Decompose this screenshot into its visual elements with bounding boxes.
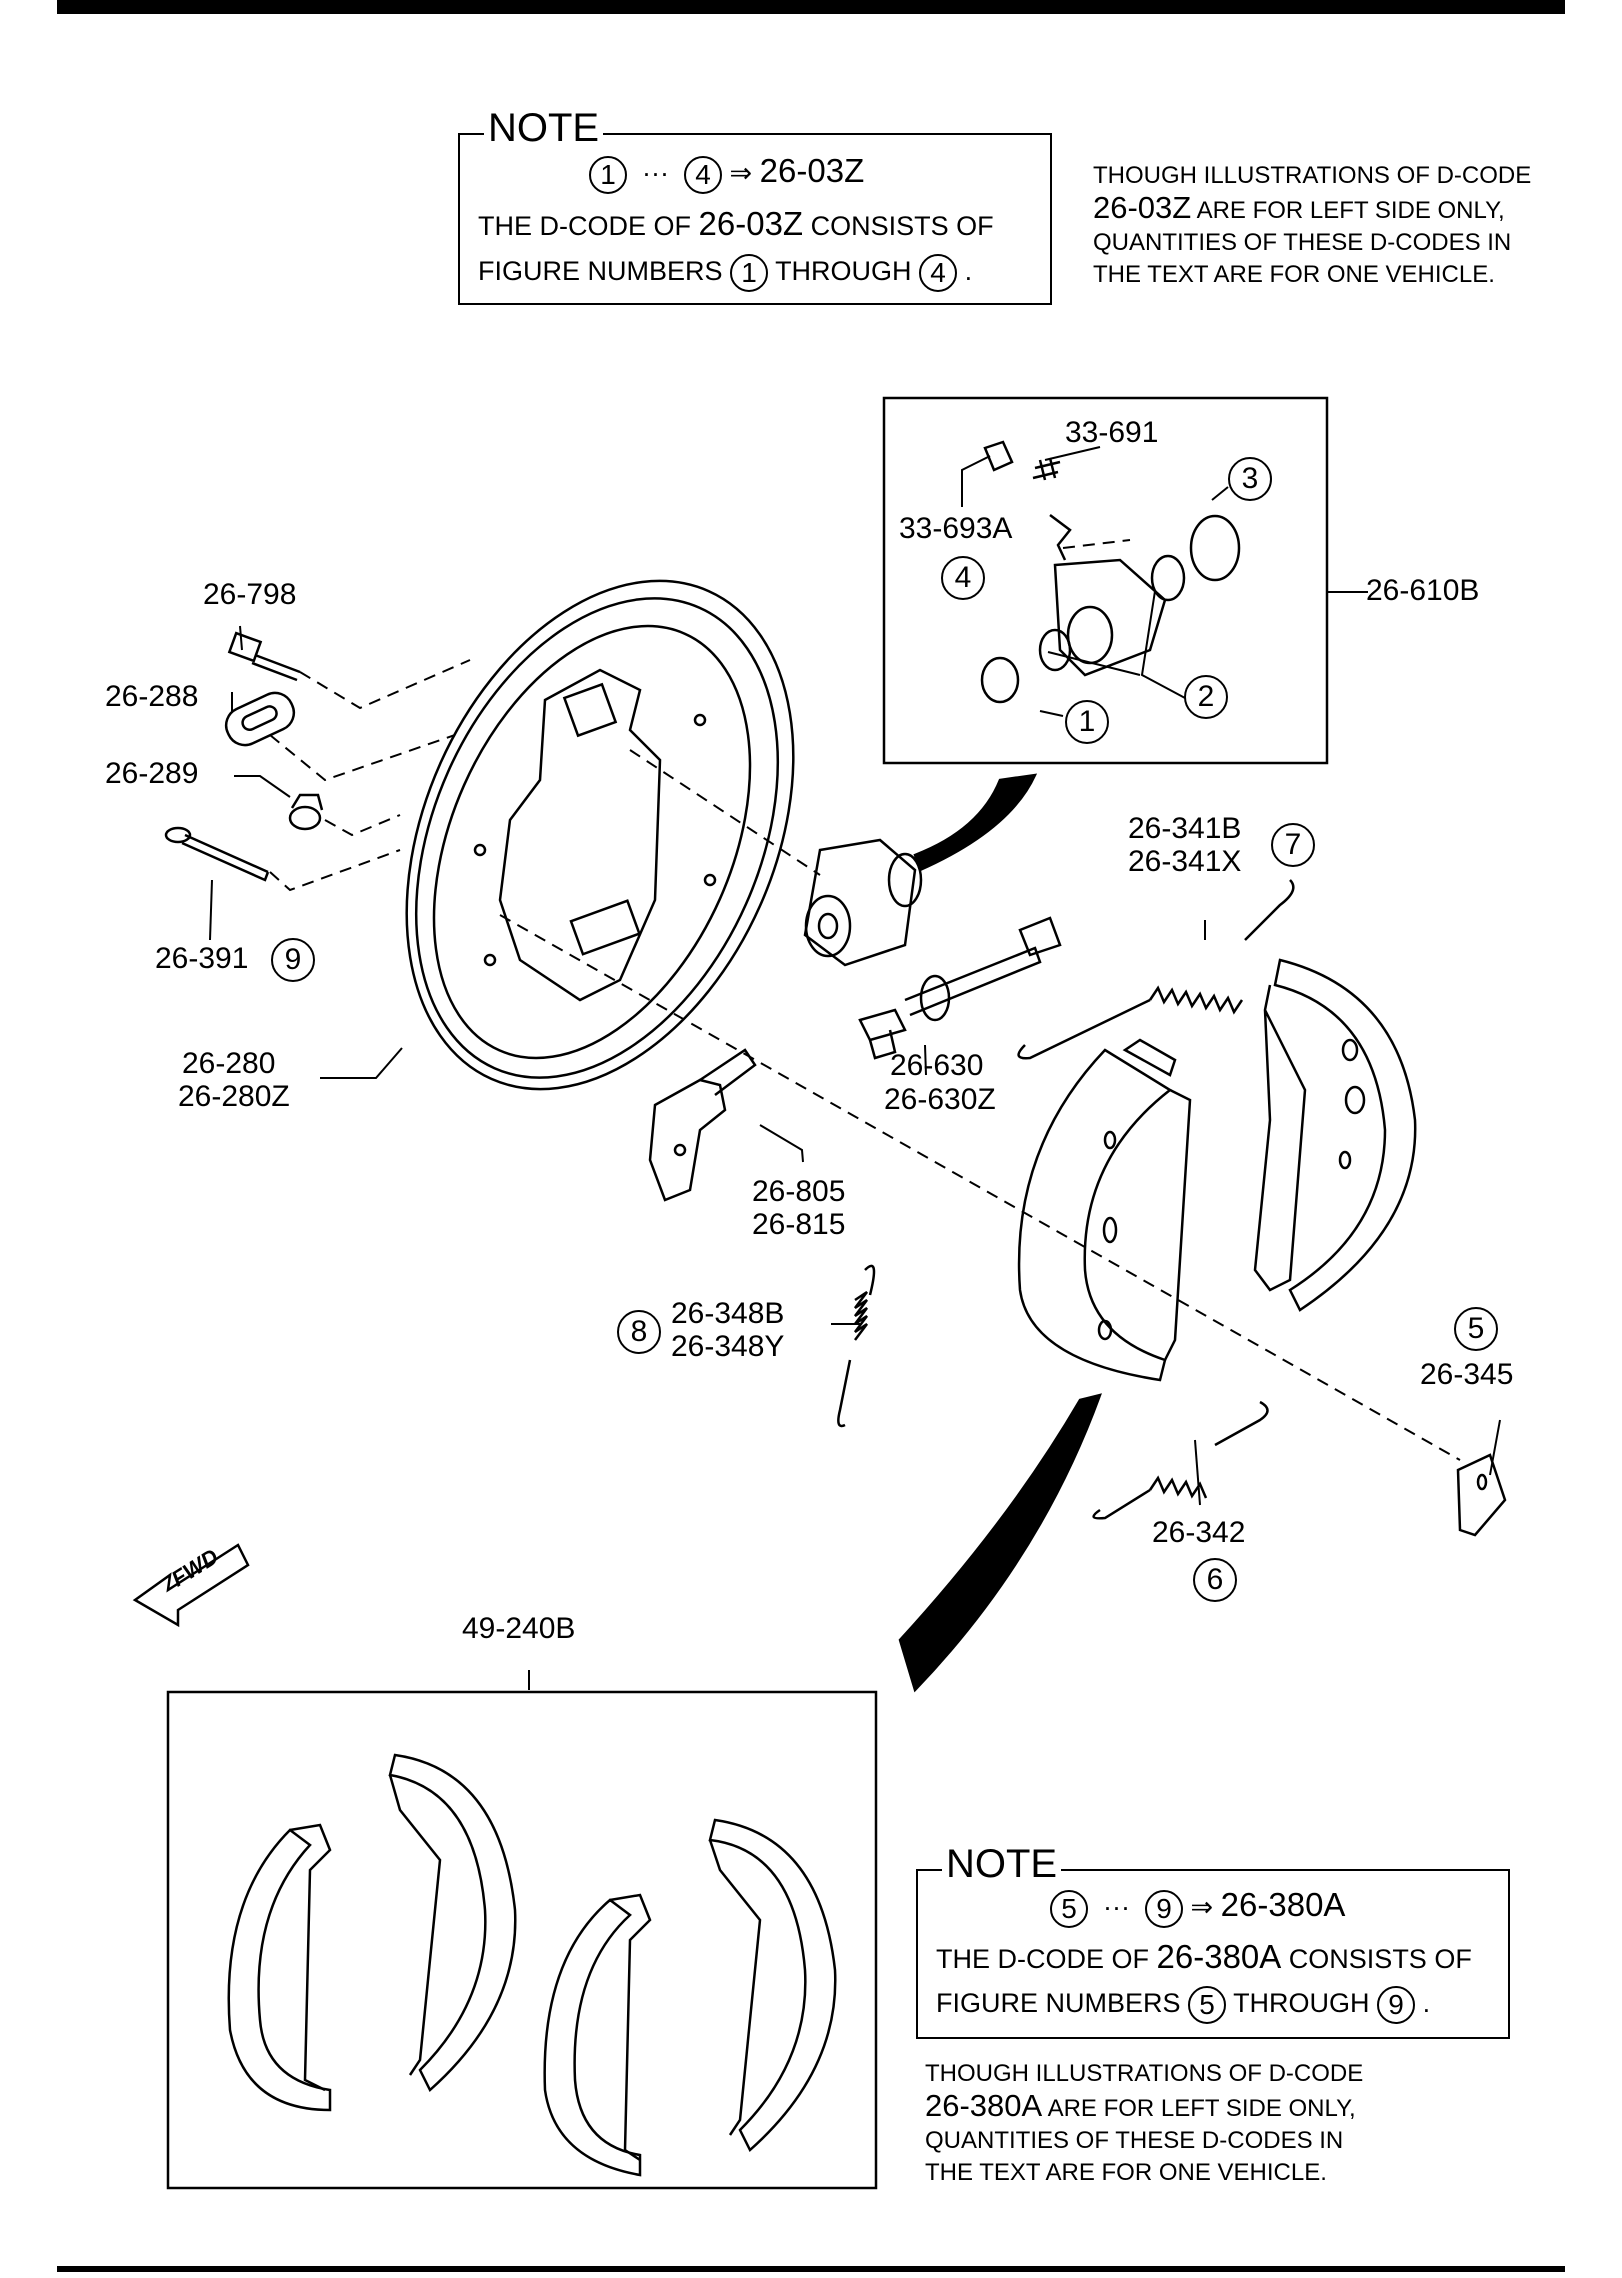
shoe-set-drawing [227, 1753, 837, 2177]
part-label-49-240b: 49-240B [462, 1612, 576, 1645]
part-label-26-345: 26-345 [1420, 1358, 1514, 1391]
spring-26-342-drawing [1092, 1400, 1269, 1520]
note-top-line1: 1 ··· 4 ⇒ 26-03Z [589, 154, 864, 194]
shoe-set-box [166, 1690, 878, 2190]
pin-26-391-drawing [164, 826, 270, 882]
side-note-bottom: THOUGH ILLUSTRATIONS OF D-CODE 26-380A A… [925, 2060, 1364, 2186]
note-title-bottom: NOTE [942, 1844, 1062, 1884]
part-label-26-391: 26-391 [155, 942, 249, 975]
note-bottom-line3: FIGURE NUMBERS 5 THROUGH 9 . [936, 1986, 1430, 2024]
d-code: 26-380A [1220, 1886, 1346, 1923]
note-box-top [458, 133, 1052, 305]
figure-number-1: 1 [1065, 700, 1109, 744]
part-label-26-341b: 26-341B [1128, 812, 1242, 845]
fwd-arrow-icon [132, 1543, 250, 1628]
part-label-26-805: 26-805 [752, 1175, 846, 1208]
d-code: 26-03Z [759, 152, 865, 189]
lever-26-805-drawing [648, 1048, 757, 1202]
figure-number-9: 9 [271, 938, 315, 982]
plate-26-288-drawing [224, 691, 296, 747]
wheel-cylinder-drawing [803, 838, 923, 967]
adjuster-26-630-drawing [858, 916, 1062, 1060]
note-bottom-line1: 5 ··· 9 ⇒ 26-380A [1050, 1888, 1345, 1928]
leader-lines [209, 446, 1501, 1690]
figure-number-4: 4 [941, 556, 985, 600]
note-box-bottom [916, 1869, 1510, 2039]
note-top-line3: FIGURE NUMBERS 1 THROUGH 4 . [478, 254, 972, 292]
spring-26-341-drawing [1017, 879, 1295, 1060]
spring-26-348-drawing [837, 1264, 876, 1428]
wheel-cylinder-kit-box [882, 396, 1329, 765]
figure-number-circle: 4 [684, 155, 723, 194]
side-note-top: THOUGH ILLUSTRATIONS OF D-CODE 26-03Z AR… [1093, 162, 1532, 288]
top-border [57, 0, 1565, 14]
part-label-26-280z: 26-280Z [178, 1080, 290, 1113]
part-label-26-610b: 26-610B [1366, 574, 1480, 607]
bolt-26-798-drawing [227, 631, 301, 682]
bushing-26-289-drawing [288, 793, 324, 831]
part-label-26-342: 26-342 [1152, 1516, 1246, 1549]
note-title-top: NOTE [484, 108, 604, 148]
figure-number-8: 8 [617, 1310, 661, 1354]
figure-number-7: 7 [1271, 823, 1315, 867]
wheel-cylinder-kit-drawing [980, 440, 1241, 704]
part-label-26-630z: 26-630Z [884, 1083, 996, 1116]
clip-26-345-drawing [1456, 1453, 1507, 1537]
part-label-26-341x: 26-341X [1128, 845, 1242, 878]
part-label-26-280: 26-280 [182, 1047, 276, 1080]
part-label-26-289: 26-289 [105, 757, 199, 790]
figure-number-3: 3 [1228, 457, 1272, 501]
figure-number-6: 6 [1193, 1558, 1237, 1602]
part-label-33-693a: 33-693A [899, 512, 1013, 545]
bottom-border [57, 2266, 1565, 2272]
callout-arrow-bottom [898, 1393, 1102, 1693]
part-label-33-691: 33-691 [1065, 416, 1159, 449]
brake-shoe-front-drawing [1017, 1038, 1192, 1382]
part-label-26-348y: 26-348Y [671, 1330, 785, 1363]
part-label-26-630: 26-630 [890, 1049, 984, 1082]
figure-number-5: 5 [1454, 1307, 1498, 1351]
part-label-26-288: 26-288 [105, 680, 199, 713]
figure-number-2: 2 [1184, 675, 1228, 719]
backing-plate [405, 579, 795, 1091]
brake-shoe-rear-drawing [1253, 958, 1417, 1312]
part-label-26-815: 26-815 [752, 1208, 846, 1241]
dashed-alignment-lines [269, 539, 1461, 1461]
part-label-26-798: 26-798 [203, 578, 297, 611]
figure-number-circle: 1 [589, 155, 627, 194]
part-label-26-348b: 26-348B [671, 1297, 785, 1330]
note-bottom-line2: THE D-CODE OF 26-380A CONSISTS OF [936, 1938, 1472, 1975]
note-top-line2: THE D-CODE OF 26-03Z CONSISTS OF [478, 205, 994, 242]
callout-arrow-top [913, 773, 1038, 872]
